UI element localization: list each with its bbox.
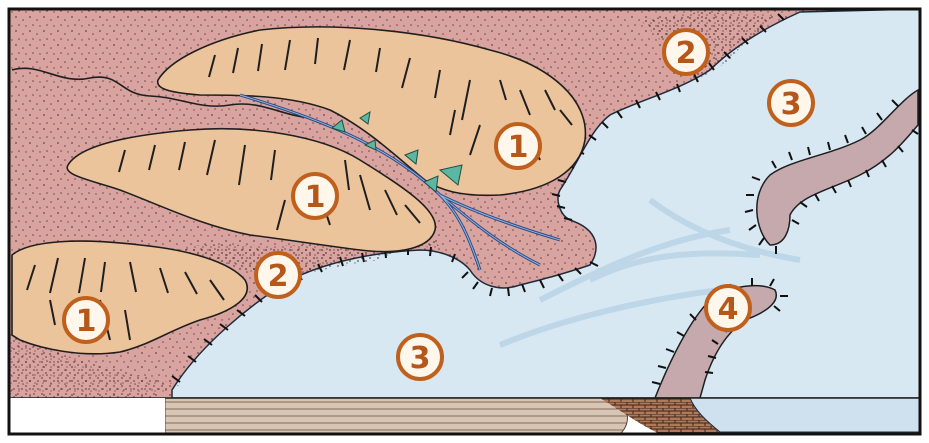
badge-ridge-label: 4 — [718, 292, 739, 327]
badge-ridge: 4 — [706, 286, 750, 330]
badge-hill-middle: 1 — [293, 174, 337, 218]
badge-hill-top-label: 1 — [508, 130, 529, 165]
badge-hill-middle-label: 1 — [305, 180, 326, 215]
lake-bottom — [690, 398, 920, 432]
badge-ice-bottom: 3 — [398, 335, 442, 379]
badge-moraine-bottom-label: 2 — [268, 259, 289, 294]
badge-ice-right-label: 3 — [781, 87, 802, 122]
badge-moraine-bottom: 2 — [256, 253, 300, 297]
badge-hill-left: 1 — [64, 298, 108, 342]
badge-hill-top: 1 — [496, 124, 540, 168]
badge-hill-left-label: 1 — [76, 304, 97, 339]
badge-ice-right: 3 — [769, 81, 813, 125]
badge-ice-bottom-label: 3 — [410, 341, 431, 376]
badge-moraine-top-label: 2 — [676, 36, 697, 71]
bedrock-strata — [165, 398, 628, 434]
ground-left-white — [9, 398, 165, 434]
badge-moraine-top: 2 — [664, 30, 708, 74]
